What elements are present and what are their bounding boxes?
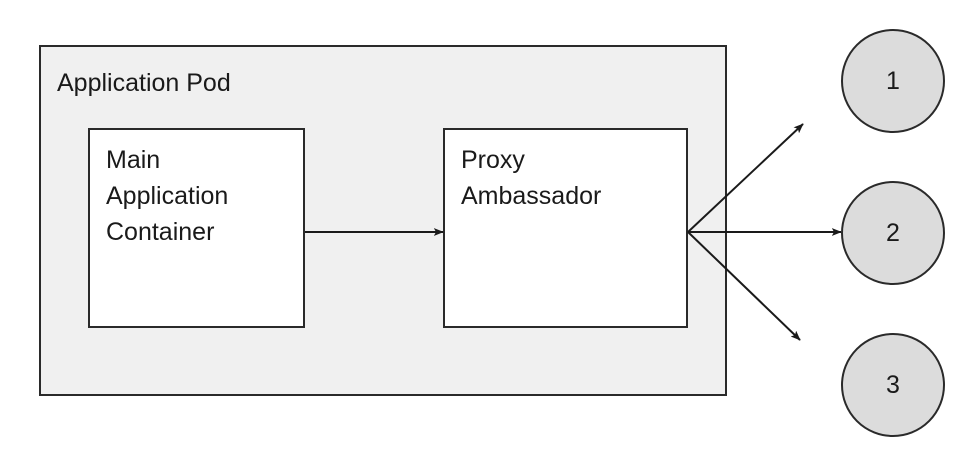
endpoint-2[interactable]: 2 <box>841 181 945 285</box>
proxy-ambassador-container-label: Proxy Ambassador <box>461 146 602 210</box>
endpoint-3[interactable]: 3 <box>841 333 945 437</box>
main-application-container-label: Main Application Container <box>106 146 229 246</box>
endpoint-2-label: 2 <box>886 218 900 247</box>
proxy-ambassador-container[interactable]: Proxy Ambassador <box>443 128 688 328</box>
main-application-container[interactable]: Main Application Container <box>88 128 305 328</box>
endpoint-1-label: 1 <box>886 66 900 95</box>
application-pod-label: Application Pod <box>57 69 231 97</box>
endpoint-1[interactable]: 1 <box>841 29 945 133</box>
endpoint-3-label: 3 <box>886 370 900 399</box>
